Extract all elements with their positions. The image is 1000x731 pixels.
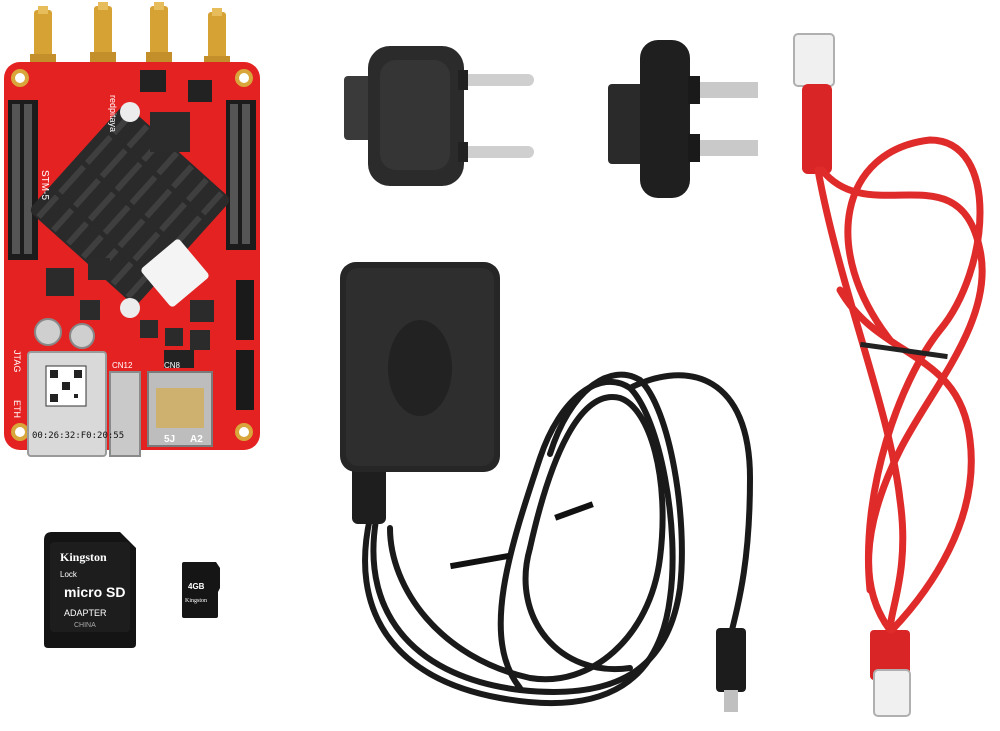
power-brick-icon [340,262,754,712]
eu-plug-adapter [340,40,540,190]
uk-plug-icon [608,40,758,198]
sma-connector-3 [146,2,172,66]
sd-adapter-sd: SD [106,584,126,600]
silk-eth-label: ETH [12,400,22,418]
eu-plug-icon [344,46,534,186]
microsd-brand: Kingston [185,598,208,604]
sma-connector-2 [90,2,116,66]
sma-connector-1 [30,6,56,68]
sd-adapter-lock: Lock [60,570,77,579]
sma-connector-4 [204,8,230,70]
microsd-card: 4GB Kingston [182,562,222,618]
board-illustration: STM-5 ETH JTAG CN12 CN8 5J A2 redpitaya … [4,2,260,457]
usb-port [109,371,141,457]
silk-jtag-label: JTAG [12,350,22,372]
ethernet-cable [780,30,996,720]
silk-cn8-label: CN8 [164,361,181,370]
sd-adapter-micro: micro [64,584,103,600]
microsd-illustration [182,562,220,618]
sd-adapter-label: ADAPTER [64,608,107,618]
sd-card-adapter: Kingston Lock micro SD ADAPTER CHINA [44,532,136,648]
sd-adapter-brand: Kingston [60,550,107,564]
red-pitaya-board: STM-5 ETH JTAG CN12 CN8 5J A2 redpitaya … [0,0,270,460]
sd-adapter-origin: CHINA [74,622,96,629]
silk-5j-label: 5J [164,434,175,445]
board-brand-label: redpitaya [108,95,118,132]
heatsink [30,105,230,305]
sd-adapter-illustration [44,532,136,648]
silk-cn12-label: CN12 [112,361,133,370]
silk-a2-label: A2 [190,434,203,445]
uk-plug-adapter [604,36,764,200]
sma-connectors [30,2,230,70]
silk-stm-label: STM-5 [39,170,50,200]
ethernet-cable-icon [793,33,986,717]
mac-address-label: 00:26:32:F0:20:55 [32,431,124,441]
micro-usb-plug [716,628,746,692]
power-supply [330,258,770,728]
microsd-capacity: 4GB [188,582,205,591]
